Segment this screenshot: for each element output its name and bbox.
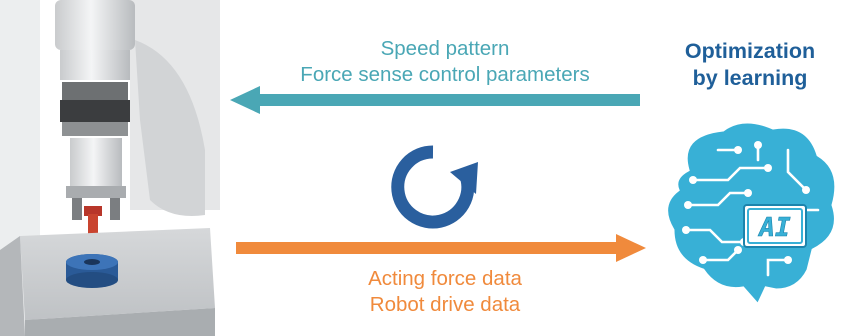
ai-title-line-1: Optimization: [684, 39, 816, 63]
data-labels: Acting force data Robot drive data: [250, 266, 640, 318]
robot-arm-illustration: [0, 0, 220, 336]
feedback-label-line-1: Speed pattern: [380, 37, 510, 60]
ai-chip-label: AI: [757, 213, 791, 243]
feedback-labels: Speed pattern Force sense control parame…: [250, 36, 640, 88]
ai-block-title: Optimization by learning: [650, 38, 850, 92]
ai-circuit-brain-icon: AI: [665, 120, 838, 308]
feedback-label-line-2: Force sense control parameters: [300, 63, 590, 86]
data-arrow: [236, 234, 646, 262]
feedback-arrow: [230, 86, 640, 114]
data-label-line-1: Acting force data: [368, 267, 522, 290]
data-label-line-2: Robot drive data: [369, 293, 521, 316]
refresh-cycle-icon: [391, 145, 478, 229]
ai-title-line-2: by learning: [692, 66, 808, 90]
